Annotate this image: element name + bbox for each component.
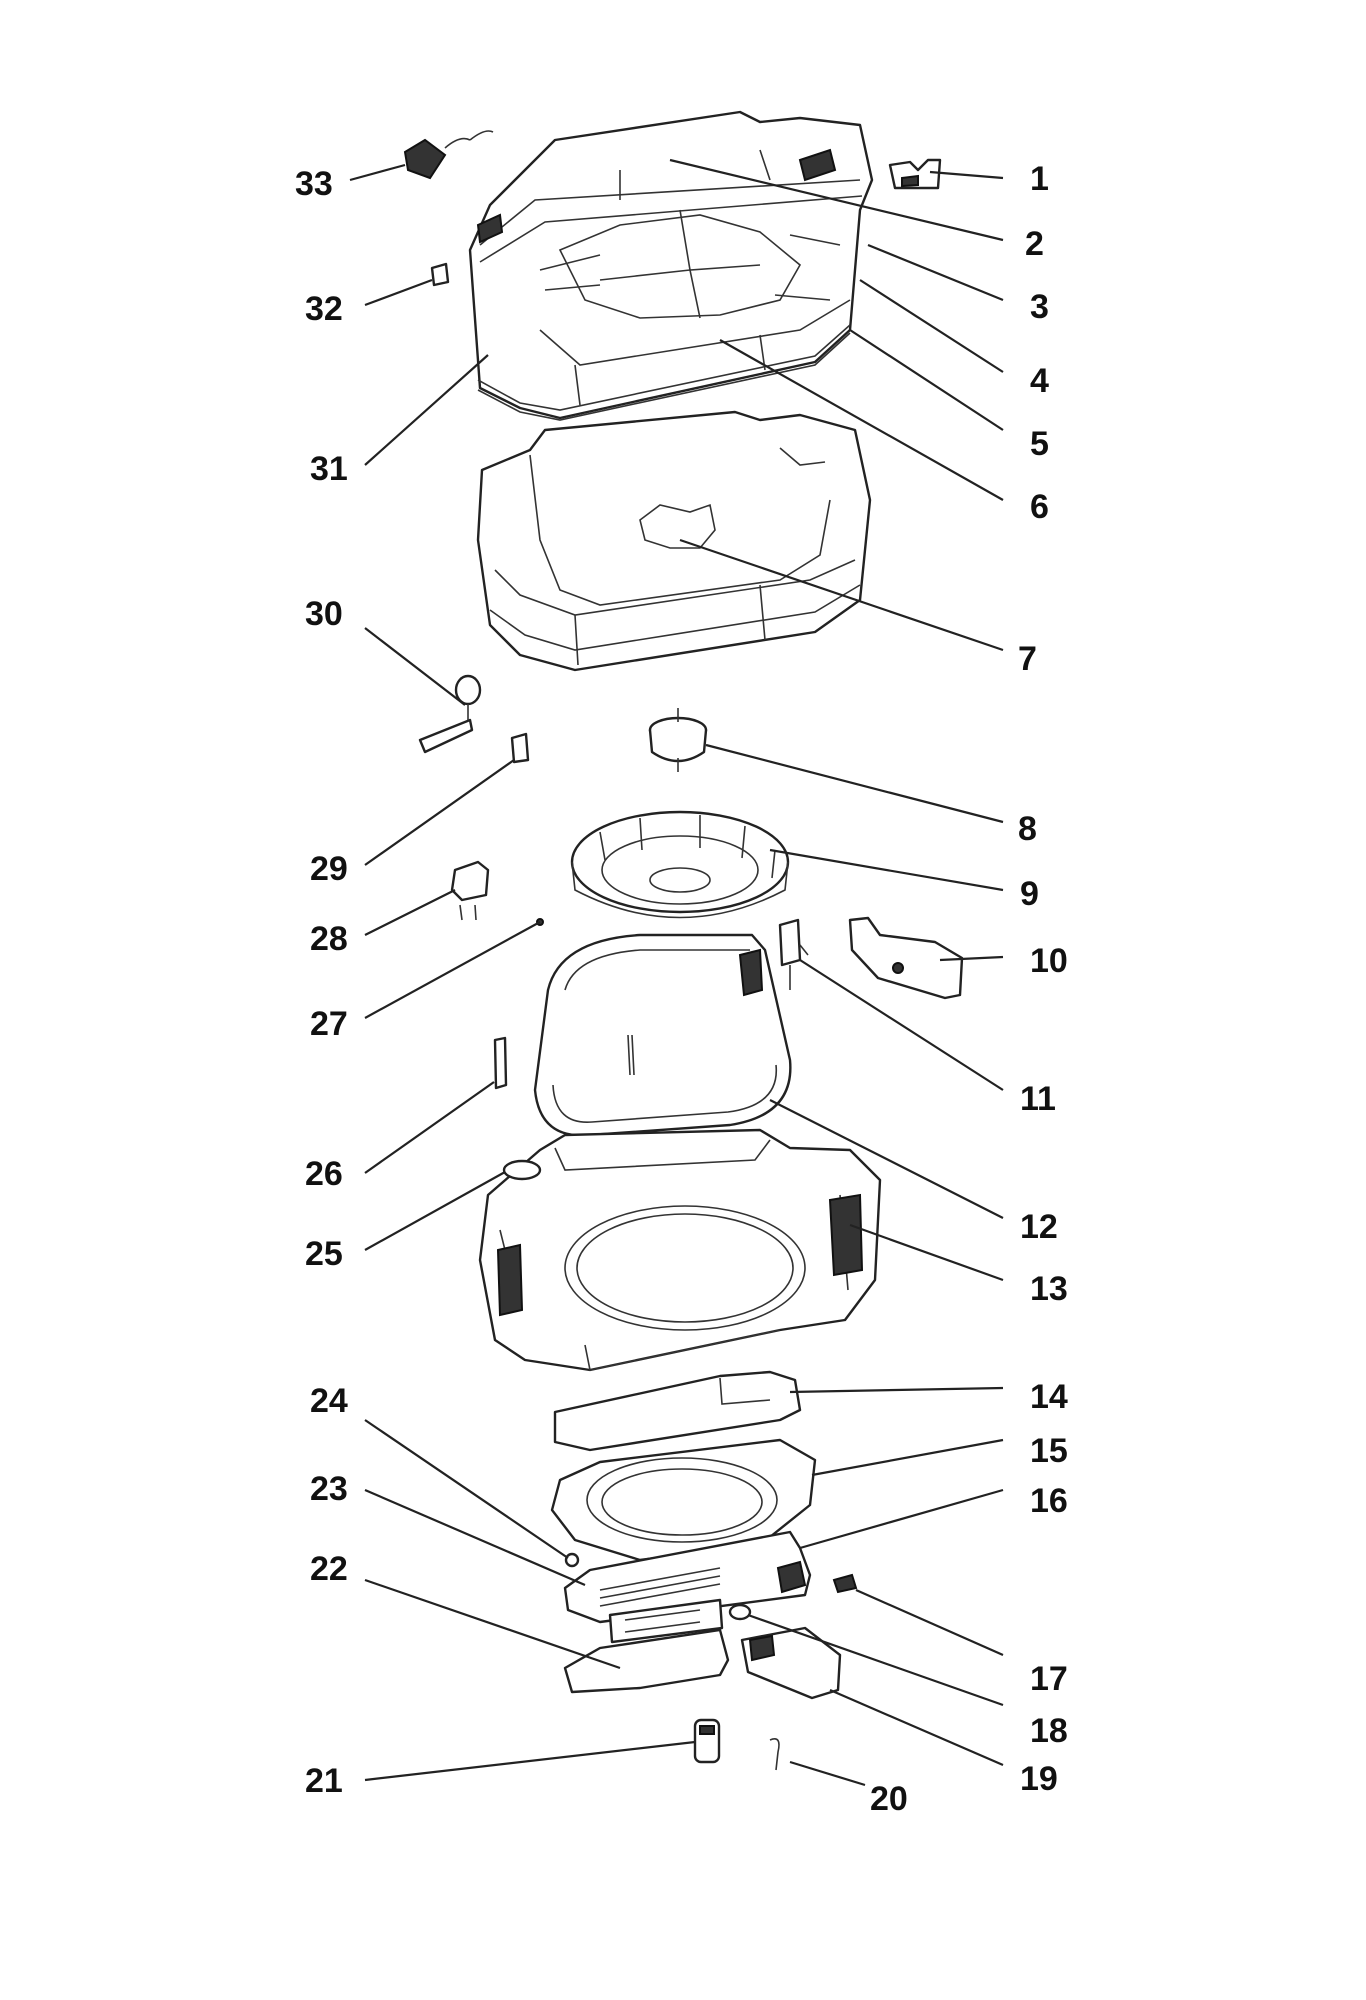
leader-17 — [855, 1588, 1004, 1657]
leader-14 — [789, 1386, 1004, 1394]
chassis-frame — [478, 1128, 882, 1372]
callout-23: 23 — [310, 1470, 348, 1508]
part-33-sensor — [403, 130, 494, 180]
leader-18 — [747, 1613, 1004, 1707]
part-32-clip — [430, 262, 450, 287]
leader-7 — [679, 538, 1004, 652]
evaporator-coil — [533, 933, 792, 1137]
leader-2 — [669, 158, 1004, 242]
leader-16 — [799, 1488, 1004, 1550]
callout-7: 7 — [1018, 640, 1037, 678]
callout-9: 9 — [1020, 875, 1039, 913]
callout-5: 5 — [1030, 425, 1049, 463]
callout-4: 4 — [1030, 362, 1049, 400]
callout-2: 2 — [1025, 225, 1044, 263]
leader-31 — [364, 354, 489, 466]
callout-27: 27 — [310, 1005, 348, 1043]
callout-11: 11 — [1020, 1080, 1056, 1118]
drain-pan — [476, 410, 872, 672]
callout-31: 31 — [310, 450, 348, 488]
panel-frame — [550, 1438, 817, 1562]
part-11-valve — [778, 918, 809, 990]
callout-32: 32 — [305, 290, 343, 328]
leader-19 — [829, 1688, 1004, 1767]
leader-24 — [364, 1419, 569, 1559]
leader-11 — [799, 959, 1004, 1091]
callout-24: 24 — [310, 1382, 348, 1420]
control-box — [608, 1598, 752, 1644]
callout-10: 10 — [1030, 942, 1068, 980]
leader-12 — [769, 1099, 1004, 1219]
leader-6 — [719, 339, 1004, 501]
callout-labels: 1 2 3 4 5 6 7 8 9 10 11 12 13 14 15 16 1… — [295, 160, 1068, 1818]
side-cover-left — [563, 1628, 730, 1694]
part-10-bracket — [848, 916, 964, 1000]
callout-1: 1 — [1030, 160, 1049, 198]
callout-26: 26 — [305, 1155, 343, 1193]
callout-15: 15 — [1030, 1432, 1068, 1470]
part-29-connector — [510, 732, 530, 764]
leader-lines — [349, 158, 1004, 1787]
leader-30 — [364, 627, 466, 706]
top-cabinet — [468, 110, 874, 421]
callout-20: 20 — [870, 1780, 908, 1818]
callout-13: 13 — [1030, 1270, 1068, 1308]
leader-10 — [939, 955, 1004, 962]
part-17-display — [832, 1573, 858, 1594]
callout-19: 19 — [1020, 1760, 1058, 1798]
part-20-cable — [769, 1738, 780, 1771]
leader-8 — [705, 743, 1004, 824]
part-25-sensor — [502, 1159, 542, 1181]
leader-4 — [859, 279, 1004, 373]
callout-22: 22 — [310, 1550, 348, 1588]
callout-33: 33 — [295, 165, 333, 203]
leader-28 — [364, 889, 456, 936]
grille-panel — [563, 1530, 812, 1624]
panel-bracket — [553, 1370, 802, 1452]
leader-20 — [789, 1760, 866, 1787]
fan-motor — [648, 708, 708, 772]
callout-30: 30 — [305, 595, 343, 633]
leader-23 — [364, 1488, 586, 1587]
callout-29: 29 — [310, 850, 348, 888]
callout-14: 14 — [1030, 1378, 1068, 1416]
side-cover-right — [740, 1626, 842, 1700]
part-28-pump — [450, 860, 490, 921]
leader-27 — [364, 921, 541, 1019]
callout-8: 8 — [1018, 810, 1037, 848]
part-26-bracket — [493, 1036, 508, 1090]
leader-29 — [364, 759, 515, 866]
callout-21: 21 — [305, 1762, 343, 1800]
callout-12: 12 — [1020, 1208, 1058, 1246]
part-21-remote — [693, 1718, 721, 1764]
leader-33 — [349, 163, 406, 182]
leader-22 — [364, 1578, 621, 1670]
leader-3 — [867, 243, 1004, 302]
part-24-screw — [564, 1552, 580, 1568]
part-1-clip — [888, 158, 942, 190]
leader-9 — [769, 848, 1004, 892]
callout-25: 25 — [305, 1235, 343, 1273]
callout-18: 18 — [1030, 1712, 1068, 1750]
callout-6: 6 — [1030, 488, 1049, 526]
leader-15 — [811, 1438, 1004, 1477]
leader-25 — [364, 1171, 506, 1251]
callout-17: 17 — [1030, 1660, 1068, 1698]
leader-21 — [364, 1740, 696, 1782]
callout-3: 3 — [1030, 288, 1049, 326]
callout-28: 28 — [310, 920, 348, 958]
leader-1 — [929, 170, 1004, 180]
leader-13 — [849, 1223, 1004, 1282]
leader-26 — [364, 1081, 495, 1174]
leader-5 — [849, 329, 1004, 431]
fan-wheel — [570, 810, 790, 919]
leader-32 — [364, 278, 433, 307]
callout-16: 16 — [1030, 1482, 1068, 1520]
part-30-float-switch — [418, 674, 482, 754]
